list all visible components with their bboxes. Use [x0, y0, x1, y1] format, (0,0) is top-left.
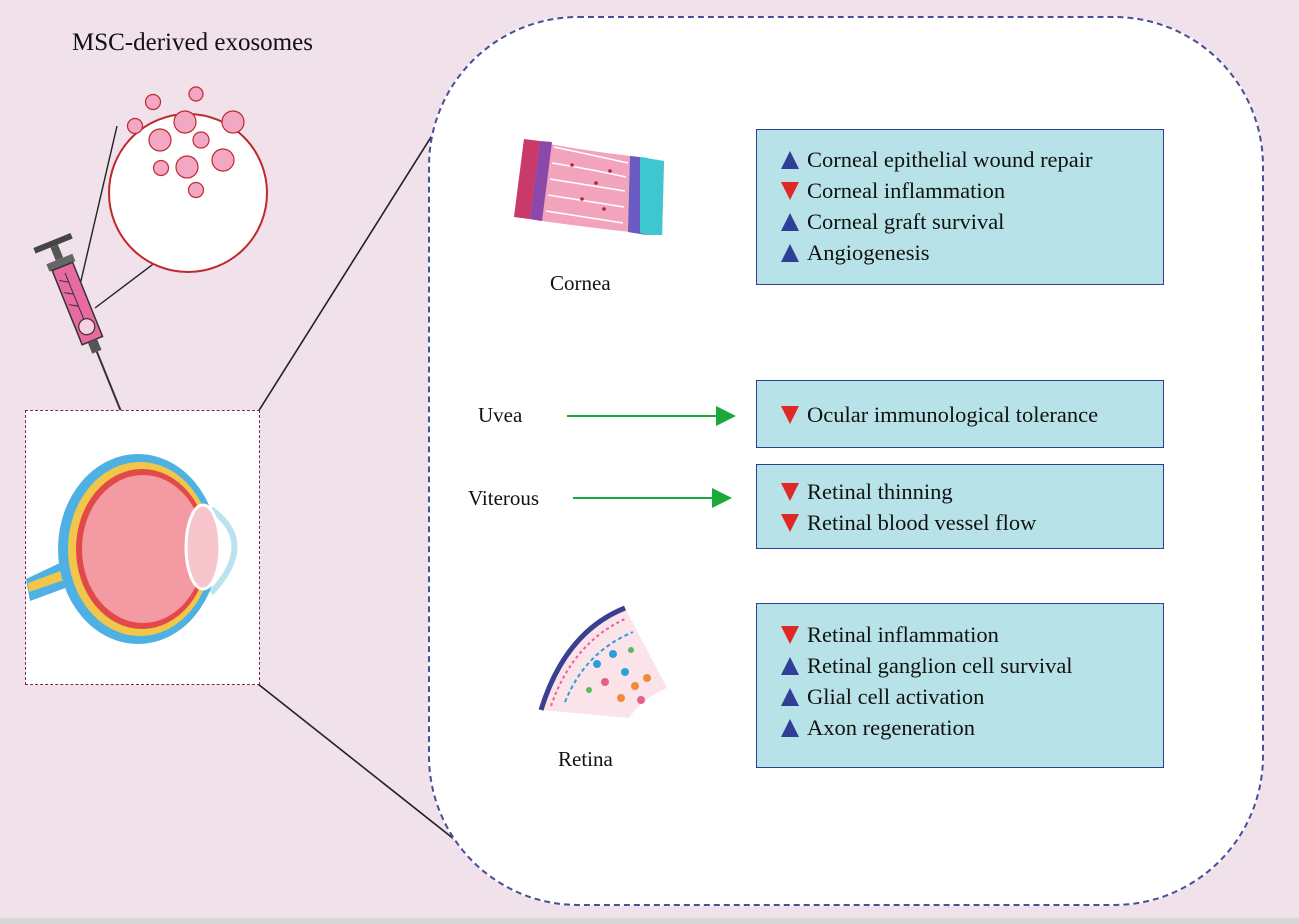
increase-triangle-icon — [781, 243, 799, 262]
effect-item: Angiogenesis — [781, 237, 1163, 268]
effect-item: Corneal graft survival — [781, 206, 1163, 237]
decrease-triangle-icon — [781, 181, 799, 200]
syringe-icon — [33, 232, 145, 468]
eye-box — [25, 410, 260, 685]
effect-text: Glial cell activation — [807, 684, 985, 709]
decrease-triangle-icon — [781, 405, 799, 424]
effect-item: Retinal blood vessel flow — [781, 507, 1163, 538]
increase-triangle-icon — [781, 718, 799, 737]
tissue-label-retina: Retina — [558, 747, 613, 771]
effect-item: Ocular immunological tolerance — [781, 399, 1163, 430]
tissue-label-viterous: Viterous — [468, 486, 540, 510]
decrease-triangle-icon — [781, 513, 799, 532]
eye-icon — [26, 454, 238, 644]
retina-tissue-icon — [538, 605, 667, 718]
effect-item: Retinal thinning — [781, 476, 1163, 507]
increase-triangle-icon — [781, 150, 799, 169]
effect-item: Axon regeneration — [781, 712, 1163, 743]
increase-triangle-icon — [781, 687, 799, 706]
syringe-exosome-illustration — [33, 86, 268, 468]
effect-text: Corneal graft survival — [807, 209, 1005, 234]
title-label: MSC-derived exosomes — [72, 29, 313, 56]
bottom-strip — [0, 918, 1299, 924]
effect-item: Retinal ganglion cell survival — [781, 650, 1163, 681]
effect-text: Corneal epithelial wound repair — [807, 147, 1093, 172]
increase-triangle-icon — [781, 212, 799, 231]
effect-text: Angiogenesis — [807, 240, 930, 265]
tissue-label-cornea: Cornea — [550, 271, 611, 295]
effect-text: Retinal thinning — [807, 479, 953, 504]
effect-text: Axon regeneration — [807, 715, 976, 740]
effect-box-uvea: Ocular immunological tolerance — [756, 380, 1164, 448]
effect-text: Ocular immunological tolerance — [807, 402, 1099, 427]
decrease-triangle-icon — [781, 625, 799, 644]
tissue-label-uvea: Uvea — [478, 403, 523, 427]
effect-text: Retinal inflammation — [807, 622, 999, 647]
effect-item: Glial cell activation — [781, 681, 1163, 712]
effect-text: Corneal inflammation — [807, 178, 1006, 203]
exosome-circle-icon — [108, 86, 268, 273]
effect-item: Corneal inflammation — [781, 175, 1163, 206]
increase-triangle-icon — [781, 656, 799, 675]
effect-text: Retinal blood vessel flow — [807, 510, 1037, 535]
effect-text: Retinal ganglion cell survival — [807, 653, 1073, 678]
cornea-tissue-icon — [514, 139, 664, 235]
decrease-triangle-icon — [781, 482, 799, 501]
effect-item: Corneal epithelial wound repair — [781, 144, 1163, 175]
effect-item: Retinal inflammation — [781, 619, 1163, 650]
